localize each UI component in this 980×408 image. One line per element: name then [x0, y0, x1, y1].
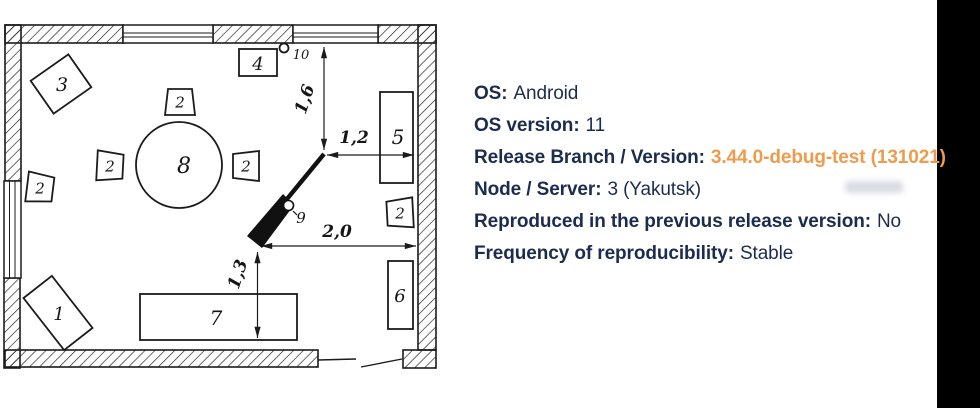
- chair-label: 2: [240, 158, 251, 176]
- door-swing-line: [360, 358, 403, 368]
- rifle: 9: [247, 152, 326, 248]
- furniture-5-label: 5: [392, 125, 405, 149]
- furniture-6-box: [387, 260, 414, 330]
- item-10-marker: [278, 42, 290, 54]
- chair: [24, 170, 56, 203]
- furniture-6-label: 6: [394, 286, 405, 307]
- field-row-os-version: OS version:11: [474, 110, 946, 142]
- furniture-4-label: 4: [251, 54, 263, 75]
- chair-label: 2: [394, 205, 405, 223]
- wall-top-middle: [212, 24, 294, 44]
- field-row-reproduced-previous: Reproduced in the previous release versi…: [474, 206, 946, 238]
- field-value: 11: [585, 115, 606, 136]
- door-threshold-line: [317, 358, 357, 361]
- chair: [95, 149, 125, 182]
- furniture-1-label: 1: [53, 304, 64, 325]
- chair: [163, 88, 197, 116]
- release-version-value: 3.44.0-debug-test (131021): [710, 147, 946, 168]
- wall-bottom: [4, 349, 319, 368]
- wall-left-top: [4, 24, 22, 182]
- dimension-lines: 1,6 1,2 2,0 1,3: [224, 47, 416, 338]
- furniture-7-box: [139, 293, 298, 341]
- furniture: 3 4 10 7 1 8 2 2 2 2 2: [22, 42, 415, 352]
- chair: [232, 149, 260, 183]
- wall-right: [417, 24, 437, 351]
- table-circle: [135, 121, 223, 209]
- furniture-3-box: [29, 53, 93, 115]
- table-label: 8: [177, 154, 191, 179]
- chair-label: 2: [174, 94, 185, 112]
- field-row-frequency: Frequency of reproducibility:Stable: [474, 238, 946, 270]
- field-value: 3 (Yakutsk): [607, 179, 702, 200]
- dimension-label-1-3: 1,3: [224, 257, 252, 291]
- window-top-1: [122, 24, 214, 44]
- chair-label: 2: [34, 180, 45, 198]
- field-row-release-version: Release Branch / Version:3.44.0-debug-te…: [474, 142, 946, 174]
- field-label: Release Branch / Version:: [474, 147, 705, 168]
- wall-top-left: [4, 24, 124, 44]
- furniture-1-box: [22, 274, 94, 352]
- wall-door-jamb: [402, 349, 437, 369]
- field-label: OS:: [474, 83, 508, 104]
- chair: [385, 196, 415, 229]
- floor-plan-sketch: 3 4 10 7 1 8 2 2 2 2 2: [3, 24, 437, 369]
- bug-report-info-panel: OS:Android OS version:11 Release Branch …: [474, 78, 946, 270]
- field-value: No: [876, 211, 902, 232]
- door: [317, 358, 403, 368]
- field-value: Android: [513, 83, 579, 104]
- field-row-node-server: Node / Server:3 (Yakutsk): [474, 174, 946, 206]
- window-top-2: [292, 24, 379, 44]
- window-left: [3, 180, 22, 279]
- rifle-stock: [247, 194, 294, 248]
- dimension-label-1-2: 1,2: [339, 128, 369, 148]
- field-label: OS version:: [474, 115, 580, 136]
- field-label: Reproduced in the previous release versi…: [474, 211, 871, 232]
- black-strip: [937, 0, 980, 408]
- dimension-label-1-6: 1,6: [291, 82, 319, 116]
- dimension-label-2-0: 2,0: [321, 222, 352, 242]
- field-label: Node / Server:: [474, 179, 602, 200]
- rifle-barrel: [285, 152, 326, 201]
- chair-label: 2: [104, 158, 115, 176]
- wall-left-bottom: [3, 277, 21, 369]
- rifle-label: 9: [296, 209, 306, 227]
- windows: [3, 24, 379, 279]
- field-label: Frequency of reproducibility:: [474, 243, 734, 264]
- rifle-bolt-ring: [282, 199, 295, 212]
- field-row-os: OS:Android: [474, 78, 946, 110]
- furniture-4-box: [238, 48, 278, 77]
- item-10-label: 10: [293, 48, 310, 63]
- furniture-7-label: 7: [210, 306, 223, 330]
- blurred-smudge: [845, 181, 903, 193]
- furniture-3-label: 3: [56, 74, 68, 96]
- rifle-label-tick: [292, 210, 298, 216]
- furniture-5-box: [379, 91, 414, 184]
- field-value: Stable: [739, 243, 794, 264]
